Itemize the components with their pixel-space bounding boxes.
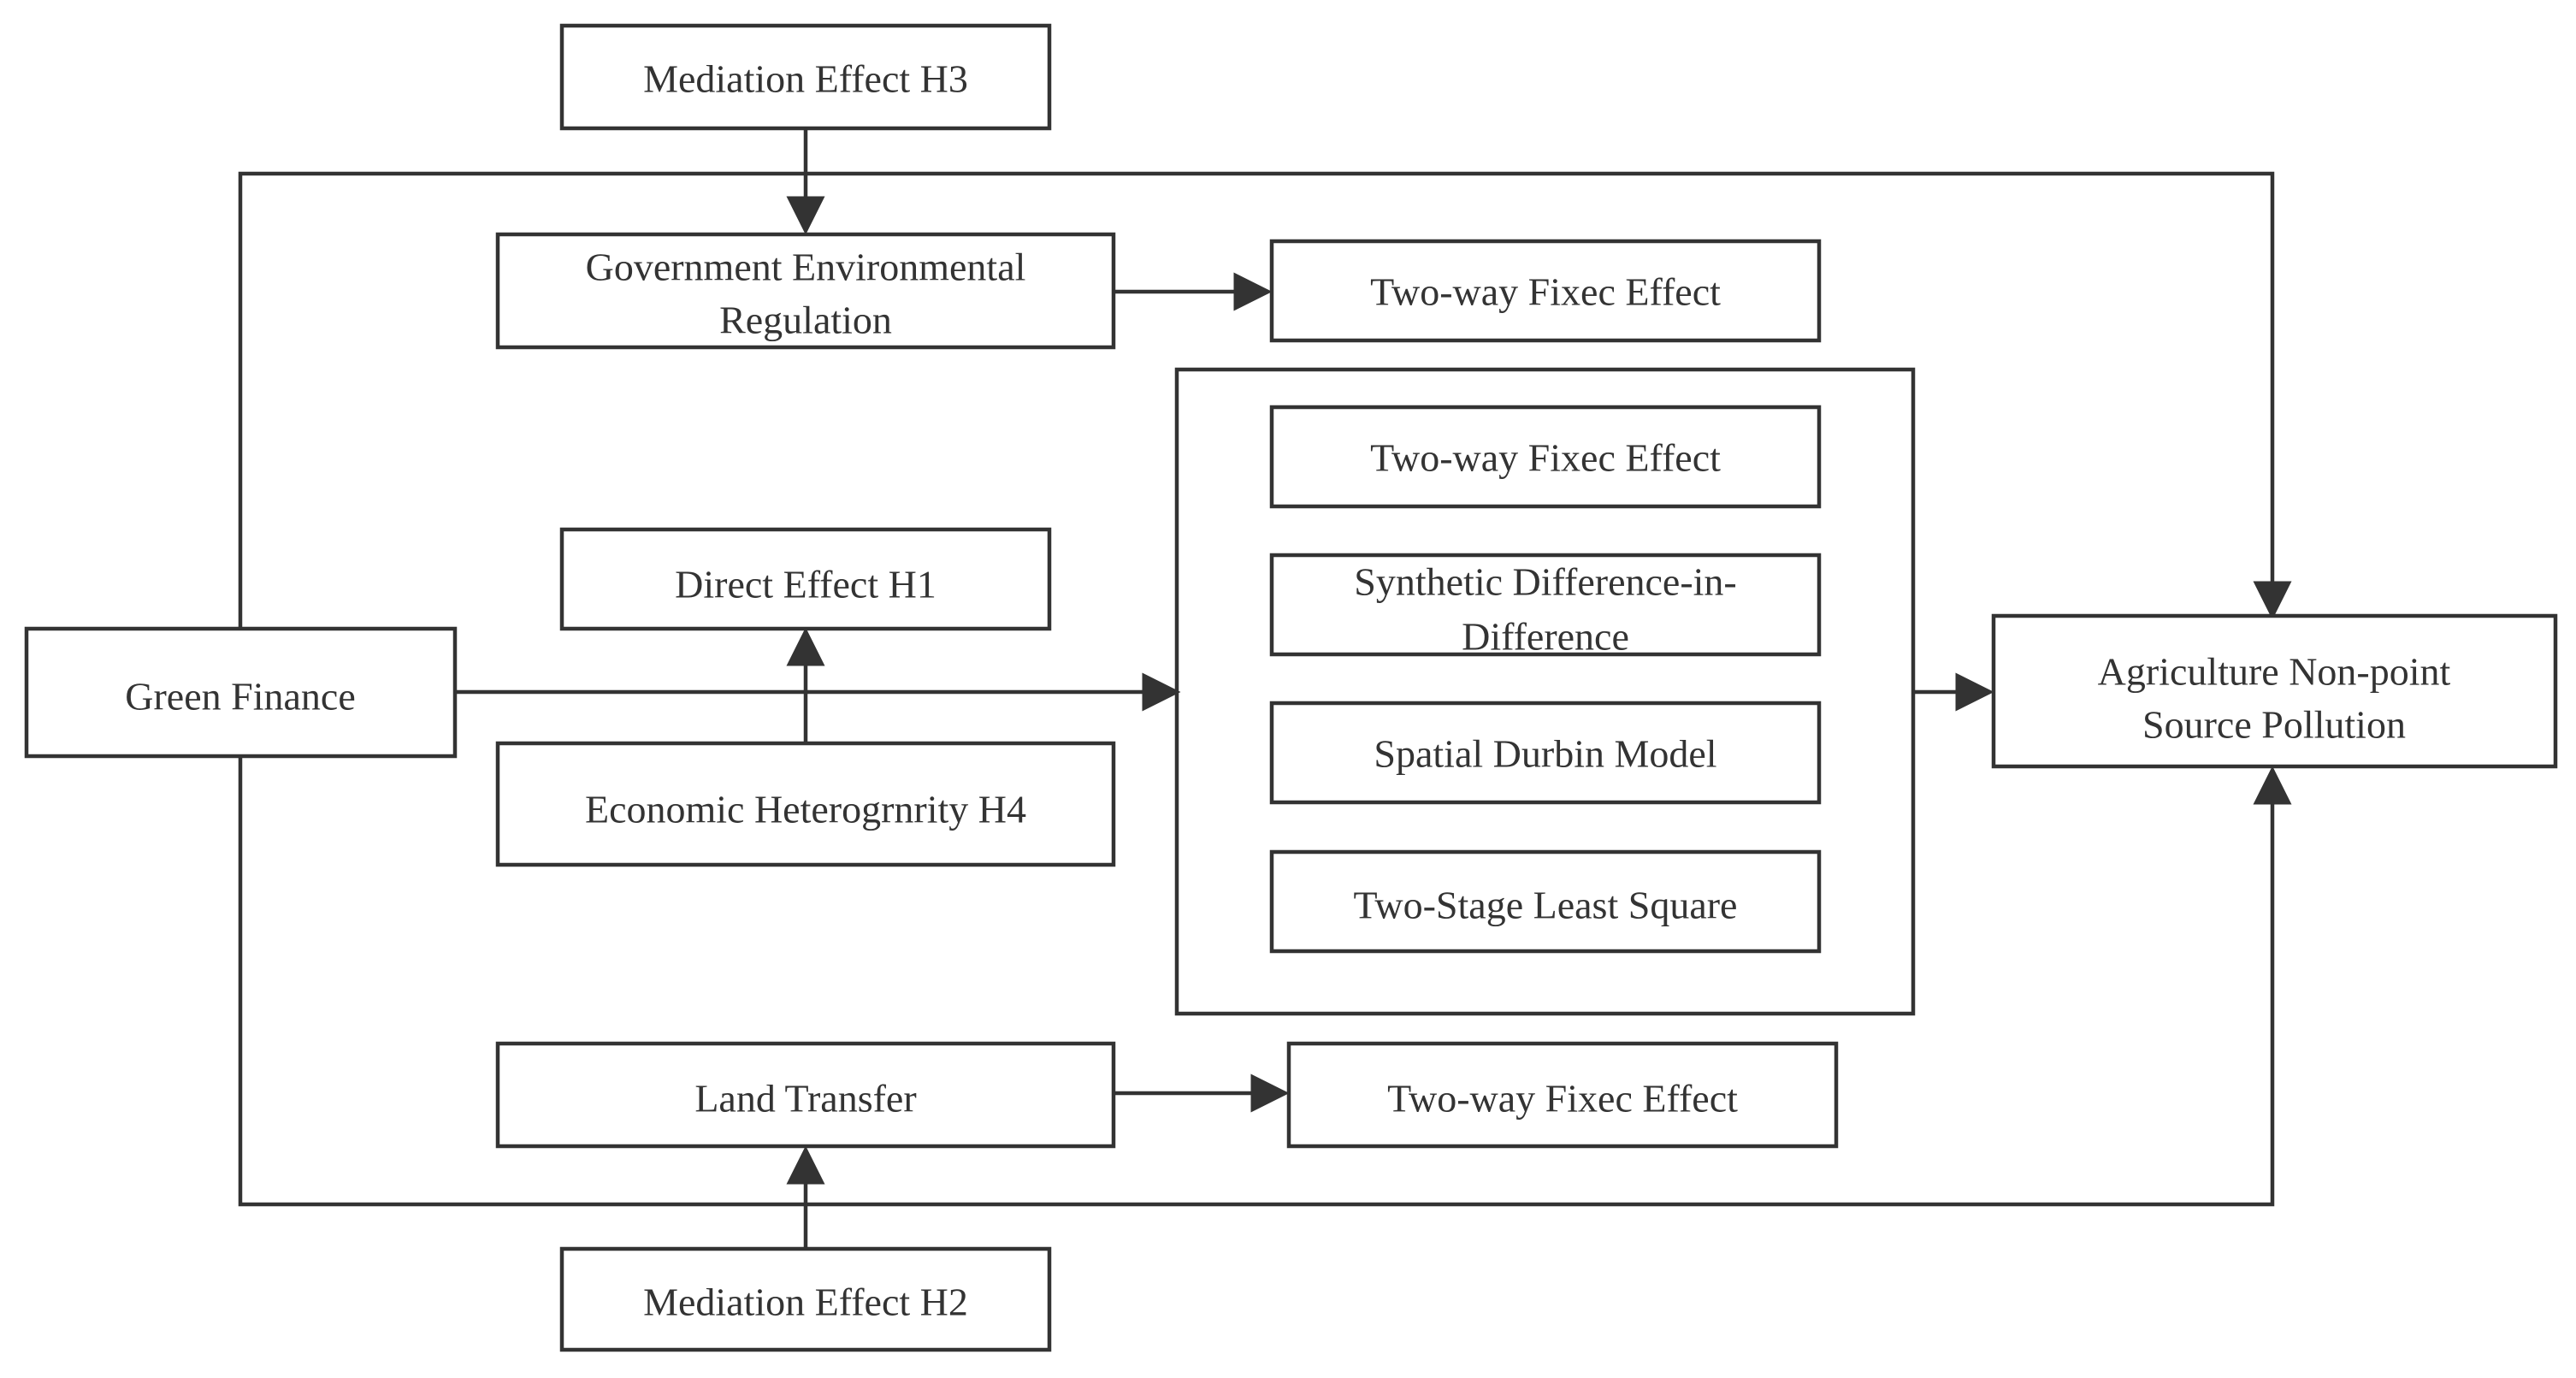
node-direct-effect-h1: Direct Effect H1 [559,527,1052,631]
node-fixed-effect-top-label: Two-way Fixec Effect [1370,270,1721,314]
node-synthetic-did-label-line2: Difference [1462,615,1629,659]
node-gov-regulation-label-line1: Government Environmental [586,245,1026,289]
node-agri-pollution-label-line1: Agriculture Non-point [2098,650,2451,694]
node-two-stage-ls-label: Two-Stage Least Square [1354,884,1738,927]
node-mediation-effect-h2-label: Mediation Effect H2 [643,1280,968,1324]
node-fixed-effect-bottom-label: Two-way Fixec Effect [1387,1077,1738,1121]
node-gov-regulation-label-line2: Regulation [719,299,892,342]
node-spatial-durbin-model: Spatial Durbin Model [1269,701,1822,805]
node-synthetic-did-label-line1: Synthetic Difference-in- [1354,560,1736,604]
node-economic-h4-label: Economic Heterogrnrity H4 [585,788,1026,831]
node-two-way-fixed-effect-bottom: Two-way Fixec Effect [1286,1041,1839,1149]
node-economic-heterogeneity-h4: Economic Heterogrnrity H4 [495,741,1116,867]
node-agri-pollution-label-line2: Source Pollution [2142,703,2406,747]
node-mediation-effect-h3: Mediation Effect H3 [559,23,1052,131]
edge-green-finance-to-pollution-bottom [238,756,2292,1207]
node-two-way-fixed-effect-mid: Two-way Fixec Effect [1269,405,1822,509]
methods-group-box [1174,367,1916,1016]
node-fixed-effect-mid-label: Two-way Fixec Effect [1370,436,1721,480]
edge-green-finance-to-pollution-top [238,171,2292,629]
node-green-finance-label: Green Finance [125,675,356,719]
node-spatial-durbin-label: Spatial Durbin Model [1374,732,1716,776]
node-agriculture-non-point-source-pollution: Agriculture Non-point Source Pollution [1991,613,2558,769]
node-mediation-effect-h3-label: Mediation Effect H3 [643,57,968,101]
node-land-transfer-label: Land Transfer [694,1077,916,1121]
node-land-transfer: Land Transfer [495,1041,1116,1149]
node-direct-effect-h1-label: Direct Effect H1 [675,563,936,606]
node-government-environmental-regulation: Government Environmental Regulation [495,232,1116,350]
node-green-finance: Green Finance [24,626,458,759]
node-synthetic-did: Synthetic Difference-in- Difference [1269,553,1822,659]
node-mediation-effect-h2: Mediation Effect H2 [559,1246,1052,1352]
node-two-way-fixed-effect-top: Two-way Fixec Effect [1269,239,1822,343]
node-two-stage-least-square: Two-Stage Least Square [1269,849,1822,954]
